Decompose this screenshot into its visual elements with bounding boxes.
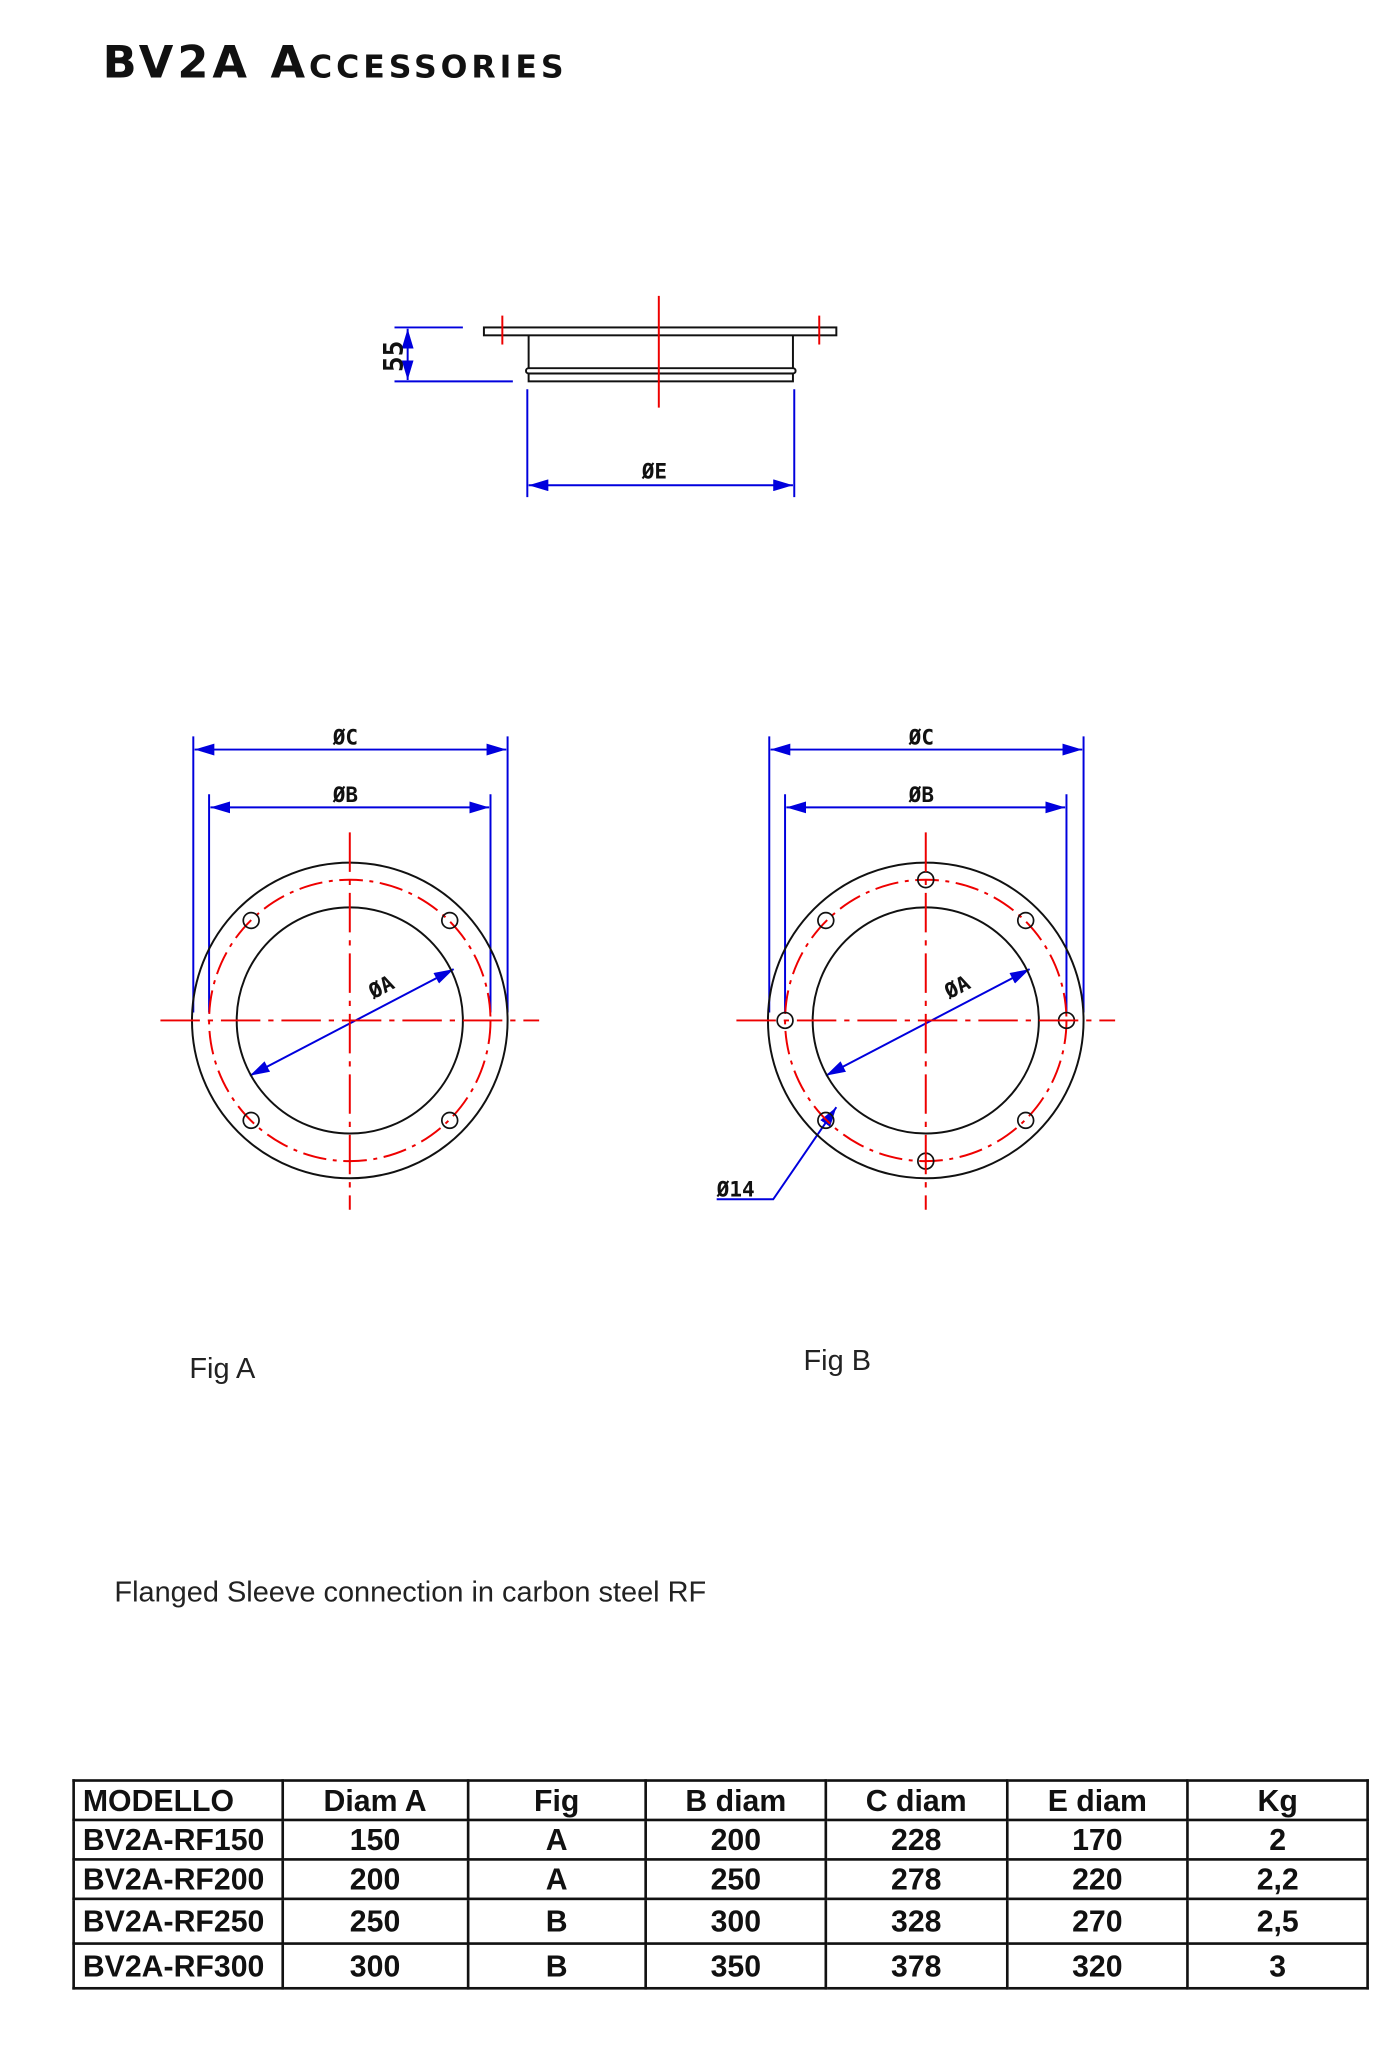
fig-b-a-label: ØA [939, 970, 974, 1005]
fig-a-a-label: ØA [363, 970, 398, 1005]
side-dimensions [394, 326, 796, 498]
header-cell: Fig [466, 1779, 648, 1822]
table-cell: 378 [824, 1942, 1009, 1990]
fig-b-caption: Fig B [803, 1343, 872, 1377]
table-cell: 170 [1005, 1818, 1190, 1861]
table-cell: A [466, 1818, 648, 1861]
table-cell: 3 [1186, 1942, 1369, 1990]
header-cell: B diam [644, 1779, 828, 1822]
table-cell: A [466, 1858, 648, 1901]
table-cell: 2,5 [1186, 1897, 1369, 1945]
header-cell: Diam A [281, 1779, 469, 1822]
table-cell: 328 [824, 1897, 1009, 1945]
product-caption: Flanged Sleeve connection in carbon stee… [114, 1575, 707, 1609]
table-cell: 320 [1005, 1942, 1190, 1990]
table-cell: 200 [644, 1818, 828, 1861]
table-cell: B [466, 1942, 648, 1990]
side-view [482, 326, 838, 383]
table-cell: B [466, 1897, 648, 1945]
table-cell: 150 [281, 1818, 469, 1861]
header-cell: Kg [1186, 1779, 1369, 1822]
side-centerlines [501, 295, 821, 408]
fig-a-caption: Fig A [189, 1351, 256, 1385]
table-cell: 350 [644, 1942, 828, 1990]
table-cell: 200 [281, 1858, 469, 1901]
page-title: BV2A Accessories [102, 36, 568, 90]
fig-a-b-label: ØB [332, 782, 358, 807]
header-cell: E diam [1005, 1779, 1190, 1822]
header-cell: MODELLO [72, 1779, 284, 1822]
fig-a-c-label: ØC [332, 724, 358, 749]
table-cell: BV2A-RF250 [72, 1897, 284, 1945]
fig-b-c-label: ØC [908, 724, 934, 749]
fig-b-b-label: ØB [908, 782, 934, 807]
table-cell: BV2A-RF200 [72, 1858, 284, 1901]
table-cell: BV2A-RF150 [72, 1818, 284, 1861]
table-cell: 220 [1005, 1858, 1190, 1901]
table-cell: 300 [281, 1942, 469, 1990]
table-header: MODELLO Diam A Fig B diam C diam E diam … [72, 1779, 1369, 1822]
table-cell: 278 [824, 1858, 1009, 1901]
e-diameter-label: ØE [641, 459, 667, 484]
header-cell: C diam [824, 1779, 1009, 1822]
table-cell: 228 [824, 1818, 1009, 1861]
table-cell: 2 [1186, 1818, 1369, 1861]
table-cell: 250 [644, 1858, 828, 1901]
table-cell: 270 [1005, 1897, 1190, 1945]
hole-diameter-label: Ø14 [716, 1177, 755, 1202]
specs-table: MODELLO Diam A Fig B diam C diam E diam … [72, 1779, 1369, 1990]
height-label: 55 [379, 340, 409, 372]
table-cell: 250 [281, 1897, 469, 1945]
table-cell: 2,2 [1186, 1858, 1369, 1901]
table-cell: 300 [644, 1897, 828, 1945]
table-cell: BV2A-RF300 [72, 1942, 284, 1990]
fig-a-flange [160, 736, 540, 1210]
fig-b-flange [716, 736, 1116, 1210]
